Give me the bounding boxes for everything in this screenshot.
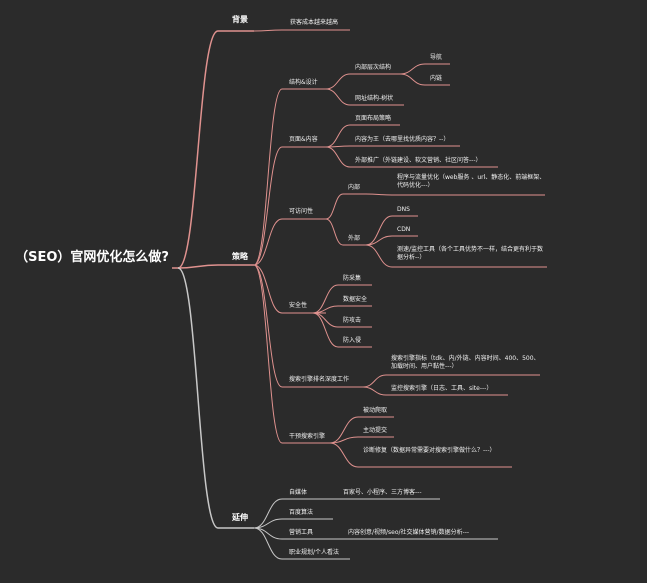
topic-engine-metrics: 搜索引擎指标（tdk、内/外链、内容时间、400、500、加载时间、用户黏性--… — [391, 355, 540, 370]
topic-anti-intrusion: 防入侵 — [343, 337, 362, 344]
root-topic: （SEO）官网优化怎么做? — [15, 250, 169, 265]
topic-external: 外部 — [348, 235, 361, 242]
topic-background: 背景 — [232, 15, 248, 24]
topic-internal-hierarchy: 内部层次结构 — [355, 64, 392, 71]
topic-page-content: 页面&内容 — [289, 136, 318, 143]
topic-anti-scraping: 防采集 — [343, 275, 362, 282]
topic-strategy: 策略 — [232, 252, 248, 261]
topic-baijiahao: 百家号、小程序、三方博客--- — [343, 489, 422, 496]
topic-data-security: 数据安全 — [343, 296, 368, 303]
topic-external-promotion: 外部推广（外链建设、软文营销、社区问答---） — [355, 157, 482, 164]
topic-intervene-engine: 干预搜索引擎 — [289, 433, 326, 440]
topic-passive-crawl: 被动爬取 — [363, 407, 388, 414]
topic-navigation: 导航 — [430, 54, 443, 61]
topic-page-layout: 页面布局策略 — [355, 115, 392, 122]
topic-diagnose-fix: 诊断修复（数据异常需要对搜索引擎做什么？---） — [363, 447, 496, 454]
topic-internal: 内部 — [348, 184, 361, 191]
topic-cdn: CDN — [397, 226, 411, 233]
topic-content-creative: 内容创意/视频/seo/社交媒体营销/数据分析--- — [348, 529, 470, 536]
topic-speed-monitoring: 测速/监控工具（各个工具优势不一样，结合更有利于数据分析--） — [397, 246, 544, 261]
topic-security: 安全性 — [289, 302, 308, 309]
topic-baidu-algorithm: 百度算法 — [289, 509, 314, 516]
topic-accessibility: 可访问性 — [289, 208, 314, 215]
topic-engine-monitoring: 监控搜索引擎（日志、工具、site---） — [391, 385, 493, 392]
topic-anti-attack: 防攻击 — [343, 317, 362, 324]
topic-structure-design: 结构&设计 — [289, 79, 318, 86]
topic-program-optimization: 程序与流量优化（web服务 、url、静态化、前端框架、代码优化---） — [397, 174, 546, 189]
topic-active-submit: 主动提交 — [363, 427, 388, 434]
topic-rising-cost: 获客成本越来越高 — [290, 19, 339, 26]
topic-extension: 延伸 — [232, 513, 248, 522]
topic-content-king: 内容为王（去哪里找优质内容？--） — [355, 136, 450, 143]
topic-career-planning: 职业规划/个人看法 — [289, 549, 340, 556]
topic-ranking-work: 搜索引擎排名深度工作 — [289, 376, 350, 383]
topic-dns: DNS — [397, 206, 410, 213]
topic-internal-links: 内链 — [430, 75, 443, 82]
topic-self-media: 自媒体 — [289, 489, 308, 496]
topic-url-tree: 网址结构-树状 — [355, 95, 394, 102]
topic-marketing-tools: 营销工具 — [289, 529, 314, 536]
